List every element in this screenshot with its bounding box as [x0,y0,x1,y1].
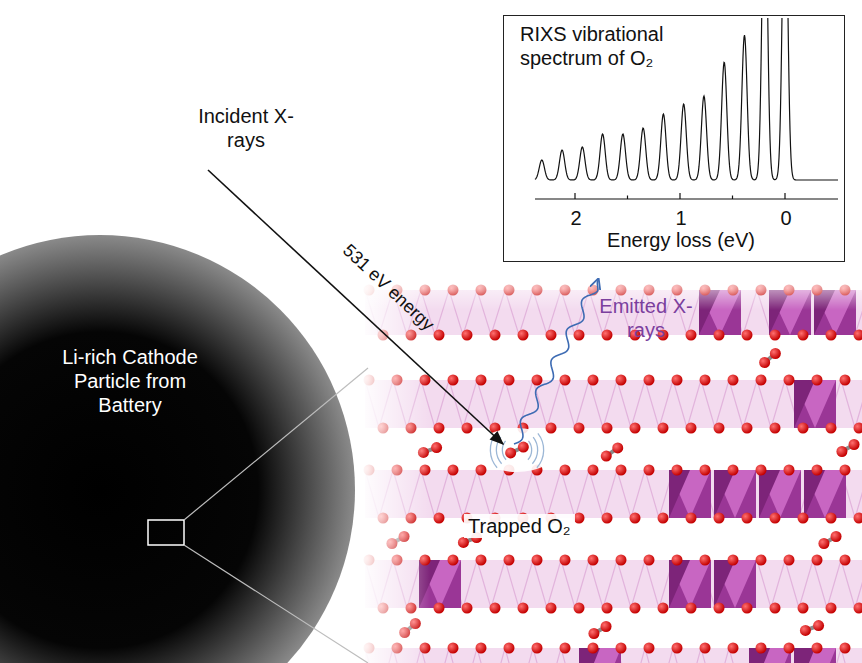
inset-title: RIXS vibrational spectrum of O₂ [520,22,705,70]
spectrum-inset: RIXS vibrational spectrum of O₂ 2 1 0Energy… [503,15,845,262]
ray-label: Incident X-rays [190,104,302,152]
cathode-particle: Li-rich Cathode Particle from Battery [0,235,355,663]
tick-label: 2 [561,206,591,230]
tick-label: 1 [666,206,696,230]
particle-shape [0,235,355,663]
emitted-ray [514,280,598,444]
layered-lattice [364,285,862,663]
ray-label: Emitted X-rays [590,294,702,342]
molecule-label: Trapped O₂ [464,514,575,538]
particle-label: Li-rich Cathode Particle from Battery [50,345,210,417]
axis-title: Energy loss (eV) [601,228,761,252]
tick-label: 0 [771,206,801,230]
